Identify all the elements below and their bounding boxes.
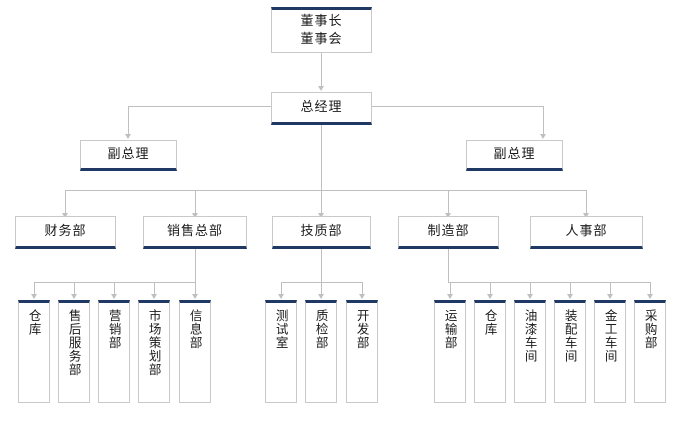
node-tech-child-test-lab-label: 测试室 (273, 309, 289, 350)
arrowhead-mfg-child-3 (566, 294, 573, 299)
node-board[interactable]: 董事长 董事会 (271, 7, 372, 53)
arrowhead-dept-hr (582, 213, 589, 218)
arrowhead-sales-child-2 (110, 294, 117, 299)
node-mfg-child-transport[interactable]: 运输部 (434, 300, 466, 403)
connector-tech-child-drop-2 (362, 282, 363, 298)
node-sales-child-market-planning-label: 市场策划部 (146, 309, 162, 377)
node-sales-child-information-label: 信息部 (187, 309, 203, 350)
connector-sales-child-drop-1 (74, 282, 75, 298)
arrowhead-mfg-child-0 (446, 294, 453, 299)
node-tech-child-quality-label: 质检部 (313, 309, 329, 350)
node-department-sales[interactable]: 销售总部 (143, 216, 247, 249)
node-board-label: 董事长 董事会 (300, 14, 343, 47)
node-tech-child-development[interactable]: 开发部 (346, 300, 378, 403)
arrowhead-deputy-right (539, 134, 546, 139)
connector-sales-child-drop-3 (154, 282, 155, 298)
node-sales-child-information[interactable]: 信息部 (179, 300, 211, 403)
node-mfg-child-metalwork-shop-label: 金工车间 (602, 309, 618, 363)
node-mfg-child-assembly-shop[interactable]: 装配车间 (554, 300, 586, 403)
connector-dept-drop-finance (65, 190, 66, 214)
arrowhead-mfg-child-2 (526, 294, 533, 299)
connector-tech-to-children (321, 249, 322, 282)
node-mfg-child-metalwork-shop[interactable]: 金工车间 (594, 300, 626, 403)
node-mfg-child-transport-label: 运输部 (442, 309, 458, 350)
arrowhead-dept-sales (191, 213, 198, 218)
node-mfg-child-purchasing[interactable]: 采购部 (634, 300, 666, 403)
node-general-manager-label: 总经理 (300, 99, 343, 115)
connector-mfg-child-drop-2 (530, 282, 531, 298)
arrowhead-dept-manufacturing (444, 213, 451, 218)
connector-sales-to-children (195, 249, 196, 282)
node-mfg-child-paint-shop[interactable]: 油漆车间 (514, 300, 546, 403)
arrowhead-tech-child-1 (317, 294, 324, 299)
node-department-hr[interactable]: 人事部 (530, 216, 643, 249)
arrowhead-tech-child-2 (358, 294, 365, 299)
node-sales-child-market-planning[interactable]: 市场策划部 (138, 300, 170, 403)
node-department-sales-label: 销售总部 (166, 223, 223, 239)
node-tech-child-development-label: 开发部 (354, 309, 370, 350)
arrowhead-mfg-child-1 (486, 294, 493, 299)
node-mfg-child-paint-shop-label: 油漆车间 (522, 309, 538, 363)
node-sales-child-after-sales-label: 售后服务部 (66, 309, 82, 377)
connector-mfg-child-drop-1 (490, 282, 491, 298)
arrowhead-dept-finance (61, 213, 68, 218)
node-deputy-right-label: 副总理 (493, 146, 536, 162)
connector-dept-drop-tech (321, 190, 322, 214)
connector-mfg-child-drop-0 (450, 282, 451, 298)
connector-board-to-gm (321, 52, 322, 87)
node-mfg-child-warehouse-label: 仓库 (482, 309, 498, 336)
node-sales-child-warehouse[interactable]: 仓库 (18, 300, 50, 403)
node-mfg-child-purchasing-label: 采购部 (642, 309, 658, 350)
node-department-hr-label: 人事部 (565, 223, 608, 239)
connector-tech-child-drop-0 (281, 282, 282, 298)
node-deputy-left-label: 副总理 (107, 146, 150, 162)
arrowhead-sales-child-3 (150, 294, 157, 299)
node-department-finance-label: 财务部 (44, 223, 87, 239)
connector-manufacturing-to-children (448, 249, 449, 282)
node-department-tech-label: 技质部 (300, 223, 343, 239)
node-sales-child-marketing[interactable]: 营销部 (98, 300, 130, 403)
arrowhead-sales-child-1 (70, 294, 77, 299)
arrowhead-deputy-left (124, 134, 131, 139)
connector-mfg-child-drop-5 (650, 282, 651, 298)
connector-manufacturing-children-bus (448, 282, 650, 283)
connector-gm-to-dept-bus (321, 125, 322, 190)
node-department-manufacturing-label: 制造部 (427, 223, 470, 239)
connector-dept-bus (65, 190, 586, 191)
connector-sales-child-drop-0 (34, 282, 35, 298)
arrowhead-tech-child-0 (277, 294, 284, 299)
node-department-manufacturing[interactable]: 制造部 (398, 216, 499, 249)
node-general-manager[interactable]: 总经理 (271, 92, 372, 125)
node-mfg-child-warehouse[interactable]: 仓库 (474, 300, 506, 403)
node-deputy-left[interactable]: 副总理 (80, 140, 177, 171)
connector-mfg-child-drop-3 (570, 282, 571, 298)
connector-sales-child-drop-2 (114, 282, 115, 298)
node-mfg-child-assembly-shop-label: 装配车间 (562, 309, 578, 363)
connector-dept-drop-manufacturing (448, 190, 449, 214)
node-sales-child-marketing-label: 营销部 (106, 309, 122, 350)
node-sales-child-warehouse-label: 仓库 (26, 309, 42, 336)
connector-sales-children-bus (34, 282, 196, 283)
connector-gm-bus-left-drop (128, 106, 129, 135)
arrowhead-sales-child-0 (30, 294, 37, 299)
node-deputy-right[interactable]: 副总理 (466, 140, 563, 171)
node-tech-child-test-lab[interactable]: 测试室 (265, 300, 297, 403)
connector-sales-child-drop-4 (195, 282, 196, 298)
connector-dept-drop-hr (586, 190, 587, 214)
node-sales-child-after-sales[interactable]: 售后服务部 (58, 300, 90, 403)
arrowhead-dept-tech (317, 213, 324, 218)
connector-tech-child-drop-1 (321, 282, 322, 298)
node-department-tech[interactable]: 技质部 (272, 216, 371, 249)
arrowhead-gm (317, 86, 324, 91)
arrowhead-mfg-child-5 (646, 294, 653, 299)
connector-dept-drop-sales (195, 190, 196, 214)
arrowhead-sales-child-4 (191, 294, 198, 299)
node-tech-child-quality[interactable]: 质检部 (305, 300, 337, 403)
arrowhead-mfg-child-4 (606, 294, 613, 299)
connector-gm-bus-right-drop (543, 106, 544, 135)
node-department-finance[interactable]: 财务部 (15, 216, 116, 249)
connector-mfg-child-drop-4 (610, 282, 611, 298)
